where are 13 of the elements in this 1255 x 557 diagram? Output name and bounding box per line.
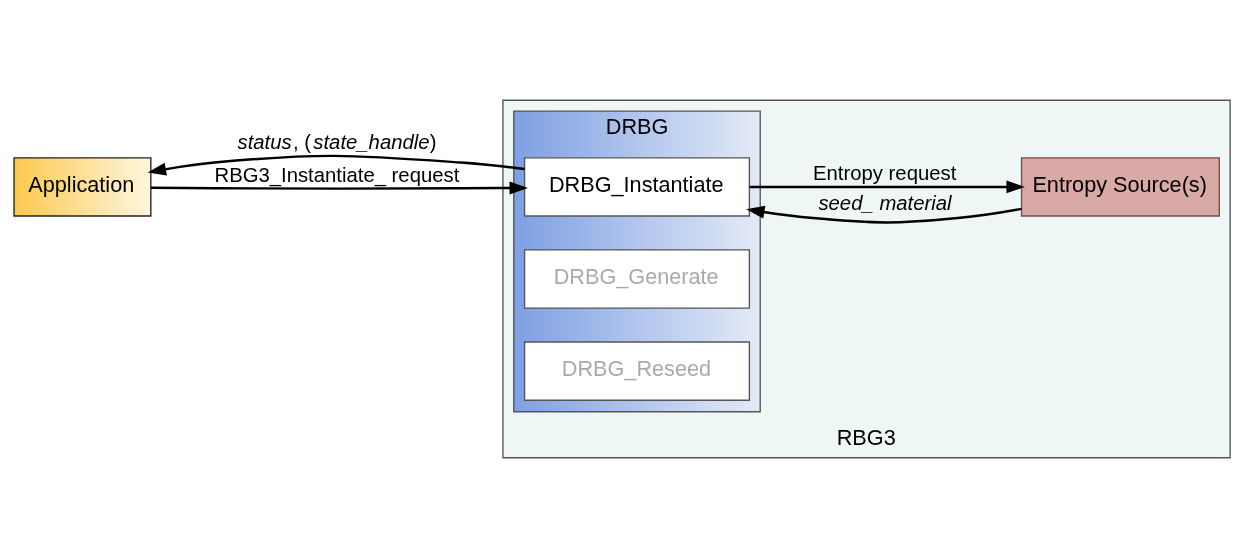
arrow <box>150 181 528 194</box>
node-box: DRBG_Generate <box>523 248 751 309</box>
edge-label: status, (state_handle) <box>237 130 437 153</box>
arrow <box>147 154 525 176</box>
edge-label: RBG3_Instantiate_ request <box>214 163 460 185</box>
node-box: Entropy Source(s) <box>1020 156 1220 217</box>
arrow <box>749 179 1025 193</box>
node-box: DRBG_Instantiate <box>523 156 751 217</box>
arrow <box>746 205 1022 224</box>
node-box: DRBG_Reseed <box>523 340 751 401</box>
node-box: Application <box>13 156 152 217</box>
edge-label: seed_ material <box>818 191 952 214</box>
edge-label: Entropy request <box>813 161 957 184</box>
